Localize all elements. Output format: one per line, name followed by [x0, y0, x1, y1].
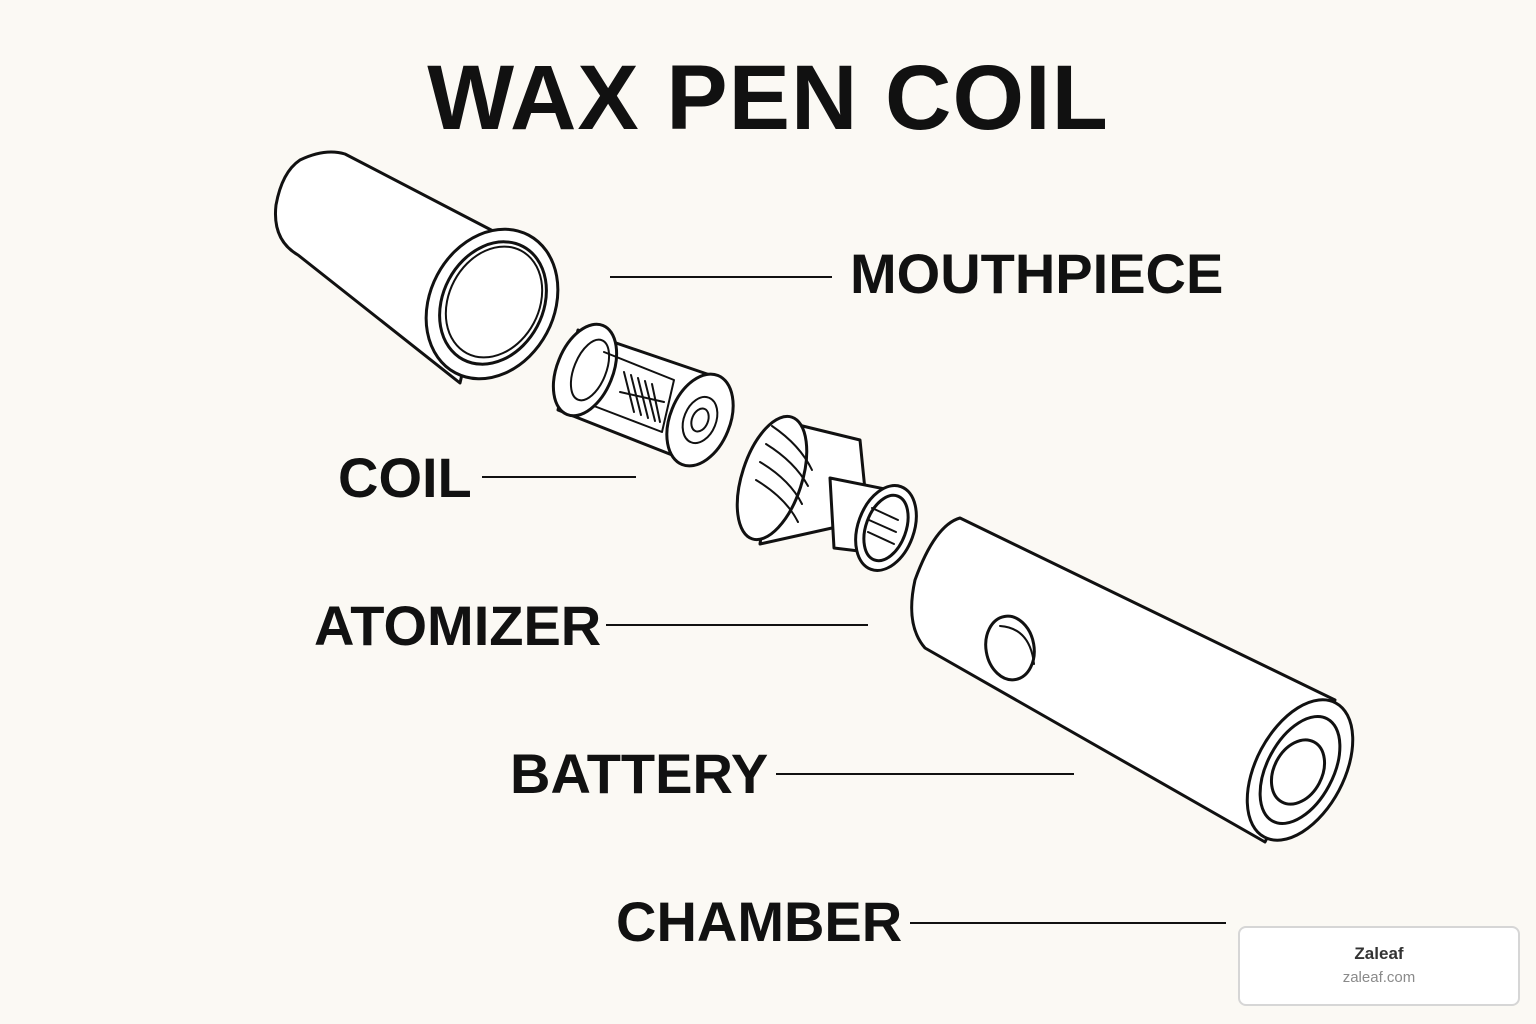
mouthpiece-label: MOUTHPIECE	[850, 242, 1224, 305]
battery-leader-line	[776, 773, 1074, 775]
atomizer-part	[735, 414, 918, 572]
chamber-leader-line	[910, 922, 1226, 924]
source-credit-card: Zaleaf zaleaf.com	[1238, 926, 1520, 1006]
chamber-label: CHAMBER	[616, 890, 903, 953]
coil-windings	[619, 371, 665, 423]
diagram-title: WAX PEN COIL	[427, 47, 1109, 149]
atomizer-label: ATOMIZER	[314, 594, 602, 657]
credit-name: Zaleaf	[1354, 944, 1404, 963]
battery-label: BATTERY	[510, 742, 769, 805]
mouthpiece-part	[273, 150, 560, 385]
coil-label: COIL	[338, 446, 472, 509]
atomizer-leader-line	[606, 624, 868, 626]
mouthpiece-leader-line	[610, 276, 832, 278]
battery-part	[910, 516, 1355, 844]
coil-part	[551, 322, 735, 468]
coil-leader-line	[482, 476, 636, 478]
credit-url: zaleaf.com	[1342, 969, 1416, 986]
